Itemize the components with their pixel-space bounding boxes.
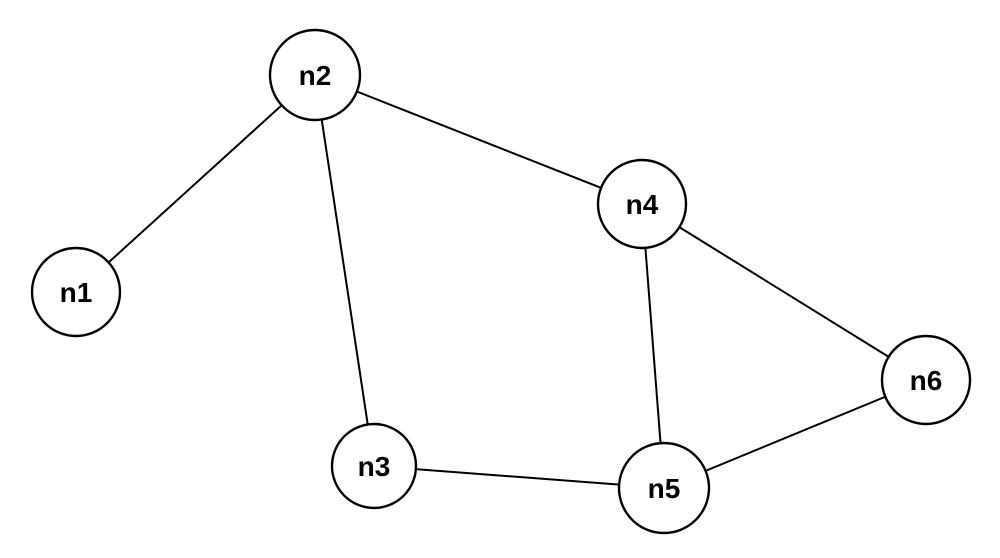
- node-circle-n4[interactable]: [596, 158, 688, 250]
- node-n3[interactable]: n3: [330, 422, 418, 510]
- node-circle-n5[interactable]: [617, 441, 711, 535]
- node-n6[interactable]: n6: [880, 334, 972, 426]
- node-n1[interactable]: n1: [30, 246, 122, 338]
- node-circle-n1[interactable]: [30, 246, 122, 338]
- edge-n4-n5: [641, 203, 665, 489]
- nodes-layer: n1 n2 n3 n4 n5 n6: [30, 28, 972, 535]
- edges-layer: [75, 74, 927, 489]
- node-circle-n6[interactable]: [880, 334, 972, 426]
- edge-n2-n3: [314, 74, 375, 467]
- edge-n4-n6: [641, 203, 927, 381]
- node-circle-n2[interactable]: [268, 28, 362, 122]
- node-n2[interactable]: n2: [268, 28, 362, 122]
- node-n4[interactable]: n4: [596, 158, 688, 250]
- node-circle-n3[interactable]: [330, 422, 418, 510]
- node-n5[interactable]: n5: [617, 441, 711, 535]
- edge-n3-n5: [373, 465, 665, 489]
- edge-n2-n4: [314, 74, 643, 205]
- edge-n5-n6: [663, 379, 927, 489]
- edge-n1-n2: [75, 74, 316, 293]
